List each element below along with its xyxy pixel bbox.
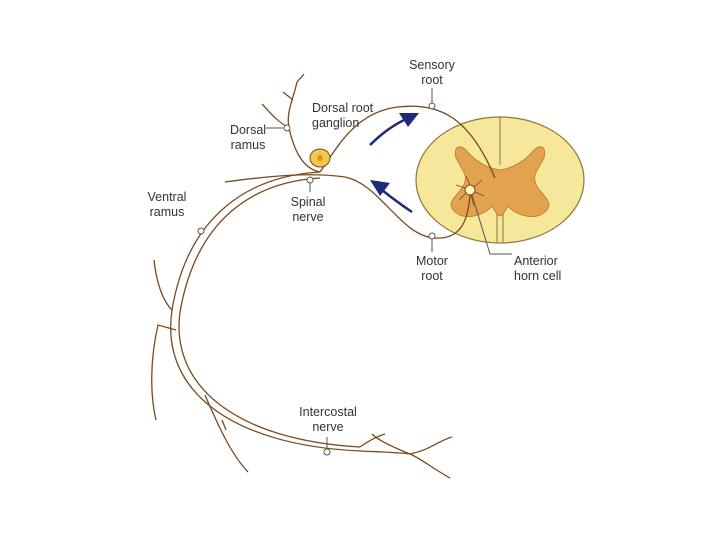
sensory-arrowhead bbox=[399, 113, 419, 127]
ventral-ramus-inner bbox=[178, 177, 361, 448]
anterior-horn-cell bbox=[455, 175, 485, 207]
ventral-ramus-outer bbox=[170, 171, 411, 455]
dorsal-ramus-label: Dorsal ramus bbox=[229, 123, 267, 152]
label-pointers bbox=[197, 88, 512, 456]
dorsal-root-ganglion bbox=[309, 148, 331, 168]
spinal-cord-grey-matter bbox=[450, 146, 550, 218]
sensory-root-label: Sensory root bbox=[409, 58, 455, 87]
motor-arrow bbox=[381, 189, 413, 214]
anterior-horn-cell-label: Anterior horn cell bbox=[514, 254, 562, 283]
sensory-arrow bbox=[369, 118, 405, 146]
motor-root-label: Motor root bbox=[416, 254, 448, 283]
direction-arrows bbox=[369, 113, 419, 214]
dorsal-root-ganglion-label: Dorsal root ganglion bbox=[312, 101, 374, 130]
motor-root-path bbox=[224, 174, 471, 239]
ventral-ramus-label: Ventral ramus bbox=[147, 190, 187, 219]
sensory-root-path bbox=[319, 105, 496, 179]
motor-arrowhead bbox=[370, 180, 390, 196]
spinal-cord-cross-section bbox=[415, 116, 585, 244]
intercostal-nerve-label: Intercostal nerve bbox=[299, 405, 357, 434]
spinal-nerve-label: Spinal nerve bbox=[290, 195, 326, 224]
ventral-ramus-branches bbox=[151, 259, 453, 479]
